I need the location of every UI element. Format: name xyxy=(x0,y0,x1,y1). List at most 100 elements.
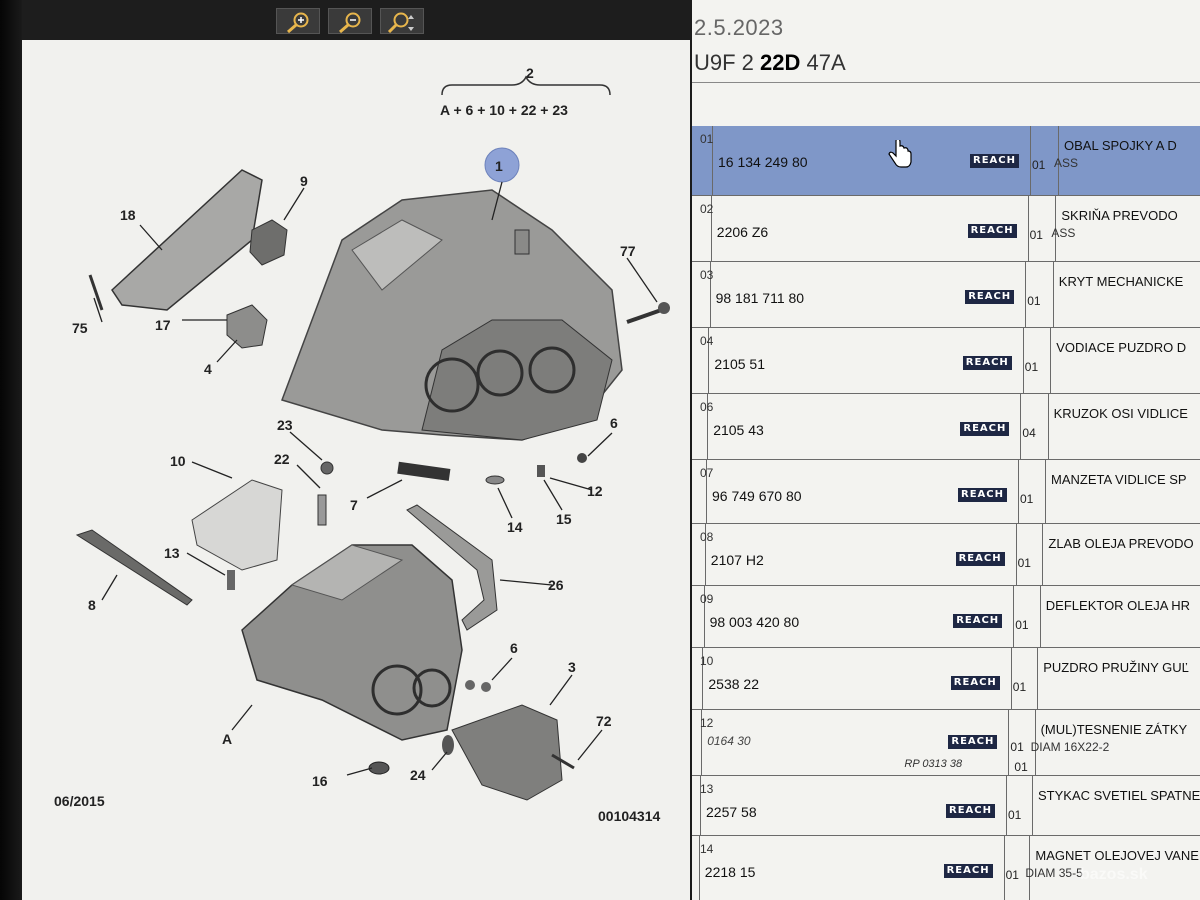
part-16[interactable] xyxy=(368,761,390,775)
callout-9[interactable]: 9 xyxy=(300,173,308,189)
part-description: ZLAB OLEJA PREVODO xyxy=(1048,536,1194,551)
part-75-bolt[interactable] xyxy=(88,274,104,311)
assembly-ref-label: 2 xyxy=(526,65,534,81)
callout-7[interactable]: 7 xyxy=(350,497,358,513)
callout-1[interactable]: 1 xyxy=(495,158,503,174)
part-number[interactable]: 16 134 249 80 xyxy=(718,154,808,170)
callout-22[interactable]: 22 xyxy=(274,451,290,467)
callout-6[interactable]: 6 xyxy=(610,415,618,431)
screen: 2 A + 6 + 10 + 22 + 23 xyxy=(22,0,1200,900)
part-number[interactable]: 98 181 711 80 xyxy=(715,290,805,306)
reach-badge[interactable]: REACH xyxy=(953,614,1003,628)
callout-3[interactable]: 3 xyxy=(568,659,576,675)
callout-16[interactable]: 16 xyxy=(312,773,328,789)
reach-badge[interactable]: REACH xyxy=(970,154,1019,168)
reach-badge[interactable]: REACH xyxy=(955,552,1005,566)
reach-badge[interactable]: REACH xyxy=(950,676,1000,690)
part-77-head xyxy=(658,302,670,314)
callout-26[interactable]: 26 xyxy=(548,577,564,593)
part-number[interactable]: 2538 22 xyxy=(708,676,759,692)
reach-badge[interactable]: REACH xyxy=(960,422,1010,436)
callout-77[interactable]: 77 xyxy=(620,243,636,259)
part-18-shield[interactable] xyxy=(111,169,263,311)
callout-10[interactable]: 10 xyxy=(170,453,186,469)
part-number[interactable]: 2206 Z6 xyxy=(716,224,769,240)
reach-badge[interactable]: REACH xyxy=(962,356,1012,370)
part-7-seal[interactable] xyxy=(397,461,451,481)
part-6-lower-a[interactable] xyxy=(465,680,475,690)
reach-badge[interactable]: REACH xyxy=(946,804,995,818)
part-22[interactable] xyxy=(317,494,327,526)
zoom-in-button[interactable] xyxy=(276,8,320,34)
callout-18[interactable]: 18 xyxy=(120,207,136,223)
part-4-guide[interactable] xyxy=(226,304,268,349)
gearbox-case-part-a[interactable] xyxy=(241,544,463,741)
callout-13[interactable]: 13 xyxy=(164,545,180,561)
part-number[interactable]: 2257 58 xyxy=(706,804,757,820)
part-number[interactable]: 2218 15 xyxy=(704,864,756,880)
callout-4[interactable]: 4 xyxy=(204,361,212,377)
part-10-bracket[interactable] xyxy=(191,479,283,571)
part-9-bearing[interactable] xyxy=(249,219,288,266)
callout-15[interactable]: 15 xyxy=(556,511,572,527)
part-26-deflector[interactable] xyxy=(406,504,498,631)
part-8-trough[interactable] xyxy=(75,529,193,606)
callout-14[interactable]: 14 xyxy=(507,519,523,535)
quantity: 01 xyxy=(1015,618,1029,632)
callout-12[interactable]: 12 xyxy=(587,483,603,499)
part-72-bolt[interactable] xyxy=(551,753,575,770)
callout-75[interactable]: 75 xyxy=(72,320,88,336)
part-23[interactable] xyxy=(320,461,334,475)
exploded-diagram-pane[interactable]: 2 A + 6 + 10 + 22 + 23 xyxy=(22,0,690,900)
column-divider xyxy=(1030,126,1031,196)
reach-badge[interactable]: REACH xyxy=(958,488,1007,502)
column-divider xyxy=(703,586,705,648)
part-description: (MUL)TESNENIE ZÁTKY xyxy=(1040,722,1188,737)
reach-badge[interactable]: REACH xyxy=(967,224,1017,238)
zoom-out-button[interactable] xyxy=(328,8,372,34)
column-divider xyxy=(1015,524,1017,586)
part-6-lower-b[interactable] xyxy=(481,682,491,692)
callout-8[interactable]: 8 xyxy=(88,597,96,613)
hand-cursor-icon xyxy=(888,140,912,168)
monitor-bezel xyxy=(0,0,22,900)
callout-72[interactable]: 72 xyxy=(596,713,612,729)
part-14[interactable] xyxy=(485,475,505,485)
part-number[interactable]: 98 003 420 80 xyxy=(709,614,800,630)
column-divider xyxy=(1037,648,1039,710)
part-number[interactable]: 2107 H2 xyxy=(710,552,764,568)
clutch-housing-part[interactable] xyxy=(281,189,623,441)
part-24[interactable] xyxy=(442,735,454,755)
callout-24[interactable]: 24 xyxy=(410,767,426,783)
reach-badge[interactable]: REACH xyxy=(943,864,993,878)
part-number[interactable]: 96 749 670 80 xyxy=(712,488,802,504)
reach-badge[interactable]: REACH xyxy=(965,290,1015,304)
callout-17[interactable]: 17 xyxy=(155,317,171,333)
part-6-upper[interactable] xyxy=(577,453,587,463)
zoom-fit-button[interactable] xyxy=(380,8,424,34)
part-number[interactable]: 2105 43 xyxy=(713,422,764,438)
callout-a[interactable]: A xyxy=(222,731,232,747)
replacement-part-number: RP 0313 38 xyxy=(904,758,963,770)
part-3-cover[interactable] xyxy=(451,704,563,801)
part-number[interactable]: 2105 51 xyxy=(714,356,765,372)
part-number[interactable]: 0164 30 xyxy=(707,734,751,748)
reach-badge[interactable]: REACH xyxy=(948,735,998,749)
callout-23[interactable]: 23 xyxy=(277,417,293,433)
part-13[interactable] xyxy=(227,570,235,590)
pane-splitter[interactable] xyxy=(690,0,692,900)
part-15[interactable] xyxy=(537,465,545,477)
callout-6-lower[interactable]: 6 xyxy=(510,640,518,656)
